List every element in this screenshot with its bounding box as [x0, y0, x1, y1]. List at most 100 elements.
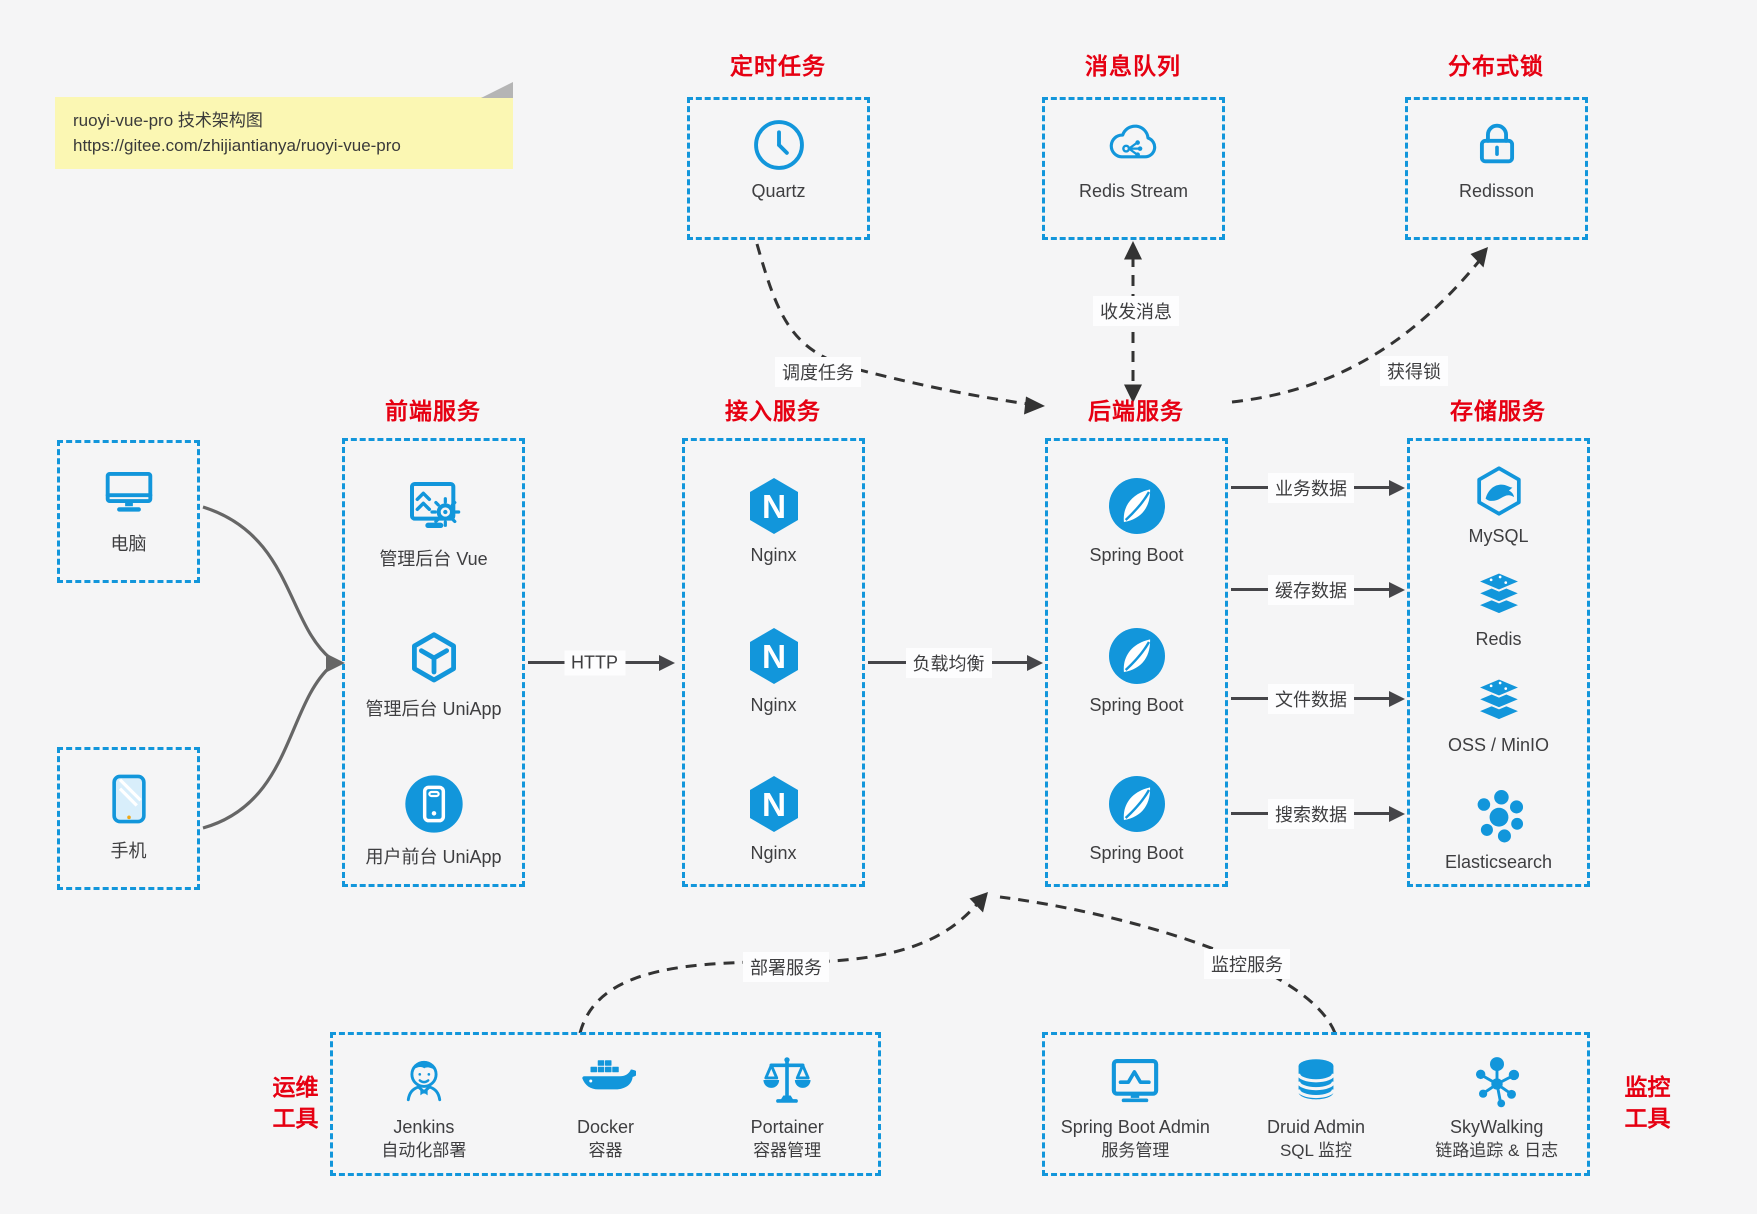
- skywalking-icon: [1468, 1050, 1526, 1112]
- group-title-storage-services: 存储服务: [1450, 398, 1546, 424]
- lock-arrowhead: [1470, 247, 1488, 268]
- ops-tools-box: Jenkins 自动化部署 Docker 容器: [330, 1032, 881, 1176]
- distributed-lock-box: Redisson: [1405, 97, 1588, 240]
- spring-boot-admin-name: Spring Boot Admin: [1060, 1117, 1210, 1137]
- scheduled-tasks-box: Quartz: [687, 97, 870, 240]
- deploy-arrowhead: [969, 892, 988, 913]
- edge-business-data: 业务数据: [1231, 472, 1391, 503]
- mysql-icon: [1410, 463, 1587, 519]
- skywalking-item: SkyWalking 链路追踪 & 日志: [1406, 1035, 1587, 1173]
- spring-boot-label: Spring Boot: [1089, 545, 1184, 565]
- gateway-services-column: Nginx Nginx Nginx: [682, 438, 865, 887]
- cloud-share-icon: [1045, 116, 1222, 174]
- group-title-monitor-tools: 监控 工具: [1624, 1074, 1671, 1131]
- edge-business-data-label: 业务数据: [1268, 472, 1354, 503]
- computer-item: 电脑: [60, 461, 197, 556]
- uniapp-cube-icon: [345, 624, 522, 688]
- edge-load-balance: 负载均衡: [868, 647, 1029, 678]
- phone-icon: [60, 768, 197, 830]
- user-uniapp-item: 用户前台 UniApp: [345, 772, 522, 869]
- jenkins-icon: [395, 1050, 453, 1112]
- computer-label: 电脑: [110, 534, 147, 554]
- druid-admin-desc: SQL 监控: [1279, 1141, 1353, 1160]
- group-title-message-queue: 消息队列: [1085, 53, 1181, 79]
- edge-file-data: 文件数据: [1231, 683, 1391, 714]
- group-title-backend-services: 后端服务: [1088, 398, 1184, 424]
- note-fold-corner: [481, 82, 513, 98]
- message-arrowhead-up: [1124, 241, 1142, 260]
- nginx-item: Nginx: [685, 474, 862, 566]
- druid-admin-name: Druid Admin: [1266, 1117, 1366, 1137]
- admin-vue-label: 管理后台 Vue: [379, 549, 488, 569]
- jenkins-name: Jenkins: [393, 1117, 455, 1137]
- spring-boot-admin-desc: 服务管理: [1101, 1141, 1170, 1160]
- group-title-gateway-services: 接入服务: [725, 398, 821, 424]
- edge-search-data-label: 搜索数据: [1268, 798, 1354, 829]
- edge-deploy-service-label: 部署服务: [743, 952, 829, 982]
- docker-icon: [576, 1050, 636, 1112]
- lock-icon: [1408, 116, 1585, 174]
- storage-services-column: MySQL Redis OSS / MinIO Elasticsearch: [1407, 438, 1590, 887]
- quartz-item: Quartz: [690, 116, 867, 202]
- nginx-label: Nginx: [750, 545, 797, 565]
- edge-message-label: 收发消息: [1093, 296, 1179, 326]
- backend-services-column: Spring Boot Spring Boot Spring Boot: [1045, 438, 1228, 887]
- mysql-item: MySQL: [1410, 463, 1587, 547]
- skywalking-name: SkyWalking: [1450, 1117, 1544, 1137]
- edge-acquire-lock-label: 获得锁: [1380, 356, 1448, 386]
- user-app-icon: [345, 772, 522, 836]
- edge-cache-data: 缓存数据: [1231, 574, 1391, 605]
- phone-label: 手机: [110, 841, 147, 861]
- jenkins-item: Jenkins 自动化部署: [333, 1035, 515, 1173]
- portainer-desc: 容器管理: [753, 1141, 822, 1160]
- jenkins-desc: 自动化部署: [381, 1141, 467, 1160]
- admin-uniapp-item: 管理后台 UniApp: [345, 624, 522, 721]
- spring-boot-label: Spring Boot: [1089, 695, 1184, 715]
- frontend-services-column: 管理后台 Vue 管理后台 UniApp 用户前台 UniApp: [342, 438, 525, 887]
- nginx-item: Nginx: [685, 624, 862, 716]
- group-title-distributed-lock: 分布式锁: [1448, 53, 1544, 79]
- edge-http: HTTP: [528, 650, 661, 675]
- nginx-item: Nginx: [685, 772, 862, 864]
- portainer-item: Portainer 容器管理: [696, 1035, 878, 1173]
- elasticsearch-icon: [1410, 787, 1587, 845]
- spring-boot-admin-item: Spring Boot Admin 服务管理: [1045, 1035, 1226, 1173]
- sticky-note: ruoyi-vue-pro 技术架构图 https://gitee.com/zh…: [55, 82, 513, 169]
- portainer-name: Portainer: [750, 1117, 824, 1137]
- group-title-frontend-services: 前端服务: [385, 398, 481, 424]
- edge-search-data: 搜索数据: [1231, 798, 1391, 829]
- docker-name: Docker: [577, 1117, 635, 1137]
- spring-boot-icon: [1048, 624, 1225, 688]
- skywalking-desc: 链路追踪 & 日志: [1435, 1141, 1559, 1160]
- spring-boot-item: Spring Boot: [1048, 474, 1225, 566]
- druid-icon: [1289, 1050, 1343, 1112]
- spring-boot-icon: [1048, 772, 1225, 836]
- spring-boot-admin-icon: [1106, 1050, 1164, 1112]
- nginx-icon: [685, 624, 862, 688]
- storage-stack-icon: [1410, 674, 1587, 728]
- phone-item: 手机: [60, 768, 197, 863]
- spring-boot-icon: [1048, 474, 1225, 538]
- admin-vue-icon: [345, 474, 522, 538]
- portainer-icon: [758, 1050, 816, 1112]
- admin-uniapp-label: 管理后台 UniApp: [365, 699, 502, 719]
- edge-schedule-task-label: 调度任务: [775, 357, 861, 387]
- mysql-label: MySQL: [1468, 526, 1529, 546]
- redisson-label: Redisson: [1458, 181, 1535, 201]
- spring-boot-label: Spring Boot: [1089, 843, 1184, 863]
- oss-minio-item: OSS / MinIO: [1410, 674, 1587, 756]
- nginx-icon: [685, 772, 862, 836]
- edge-load-balance-label: 负载均衡: [905, 647, 992, 678]
- elasticsearch-label: Elasticsearch: [1444, 852, 1553, 872]
- admin-vue-item: 管理后台 Vue: [345, 474, 522, 571]
- edge-monitor-service-label: 监控服务: [1204, 949, 1290, 979]
- edge-file-data-label: 文件数据: [1268, 683, 1354, 714]
- edge-computer-to-frontend-path: [202, 505, 333, 661]
- message-queue-box: Redis Stream: [1042, 97, 1225, 240]
- nginx-label: Nginx: [750, 843, 797, 863]
- user-uniapp-label: 用户前台 UniApp: [365, 847, 502, 867]
- docker-desc: 容器: [588, 1141, 623, 1160]
- edge-cache-data-label: 缓存数据: [1268, 574, 1354, 605]
- redis-stream-item: Redis Stream: [1045, 116, 1222, 202]
